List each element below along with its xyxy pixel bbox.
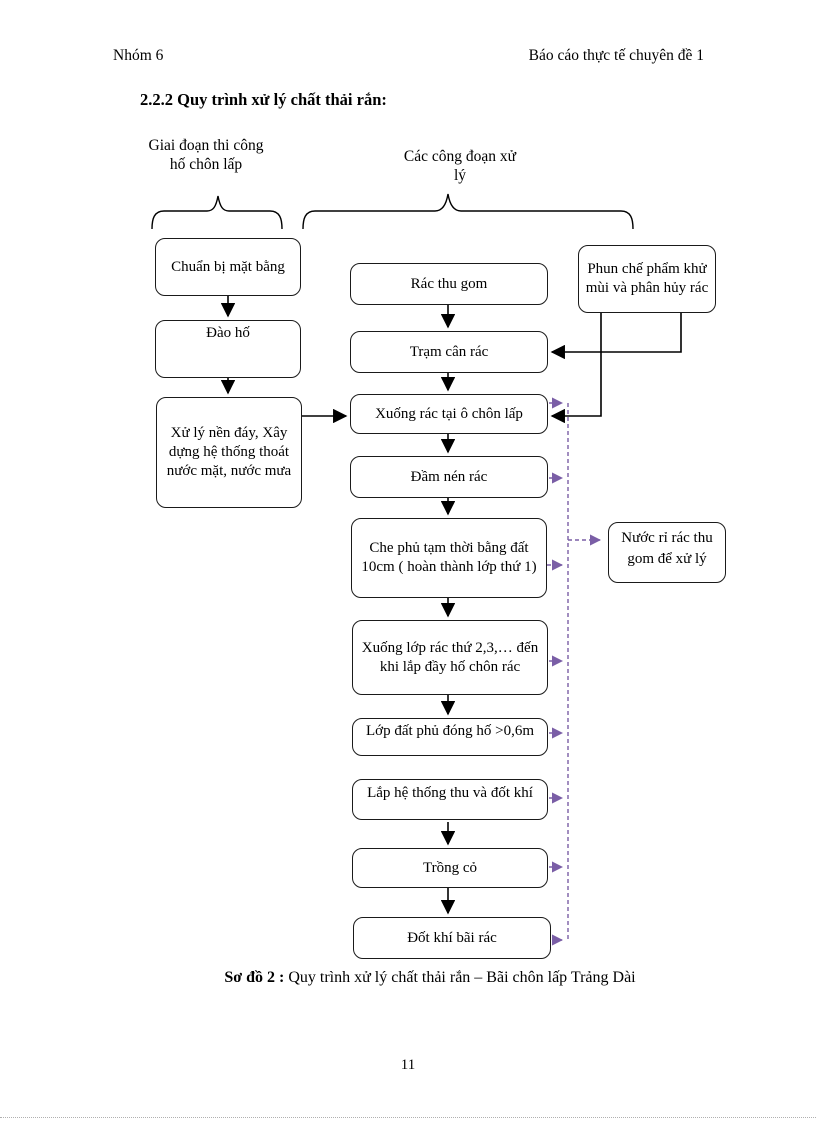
flow-box-leachate-treatment: Nước rỉ rác thu gom để xử lý	[608, 522, 726, 583]
flow-box-unload-waste: Xuống rác tại ô chôn lấp	[350, 394, 548, 434]
section-title: 2.2.2 Quy trình xử lý chất thải rắn:	[140, 90, 387, 109]
flow-box-waste-collection: Rác thu gom	[350, 263, 548, 305]
figure-caption-text: Quy trình xử lý chất thải rắn – Bãi chôn…	[288, 969, 636, 986]
group-label-processing: Các công đoạn xử lý	[360, 147, 560, 185]
group-label-construction: Giai đoạn thi công hố chôn lấp	[126, 136, 286, 174]
flow-box-weigh-station: Trạm cân rác	[350, 331, 548, 373]
flow-box-plant-grass: Trồng cỏ	[352, 848, 548, 888]
flow-box-gas-collection-system: Lắp hệ thống thu và đốt khí	[352, 779, 548, 820]
page-bottom-divider	[0, 1117, 816, 1118]
header-left-text: Nhóm 6	[113, 47, 164, 64]
flow-box-compact-waste: Đầm nén rác	[350, 456, 548, 498]
flow-box-prepare-site: Chuẩn bị mặt bằng	[155, 238, 301, 296]
flow-box-temporary-soil-cover: Che phủ tạm thời bằng đất 10cm ( hoàn th…	[351, 518, 547, 598]
group-label-processing-line1: Các công đoạn xử	[403, 148, 517, 165]
flow-box-next-waste-layers: Xuống lớp rác thứ 2,3,… đến khi lắp đầy …	[352, 620, 548, 695]
construction-brace-icon	[151, 195, 283, 230]
flow-box-spray-deodorant: Phun chế phẩm khử mùi và phân hủy rác	[578, 245, 716, 313]
processing-brace-icon	[302, 193, 634, 230]
flow-box-dig-pit: Đào hố	[155, 320, 301, 378]
group-label-processing-line2: lý	[453, 167, 467, 184]
group-label-construction-line1: Giai đoạn thi công	[148, 137, 264, 154]
figure-caption-label: Sơ đồ 2 :	[224, 969, 285, 986]
leachate-dashed-arrows	[547, 397, 602, 946]
flow-box-burn-landfill-gas: Đốt khí bãi rác	[353, 917, 551, 959]
flow-box-treat-base-drainage: Xử lý nền đáy, Xây dựng hệ thống thoát n…	[156, 397, 302, 508]
header-right-text: Báo cáo thực tế chuyên đề 1	[528, 47, 704, 64]
main-flow-arrows	[220, 296, 682, 915]
figure-caption: Sơ đồ 2 : Quy trình xử lý chất thải rắn …	[60, 969, 800, 987]
flow-box-final-soil-cover: Lớp đất phủ đóng hố >0,6m	[352, 718, 548, 756]
group-label-construction-line2: hố chôn lấp	[169, 156, 243, 173]
page-number: 11	[400, 1057, 416, 1073]
